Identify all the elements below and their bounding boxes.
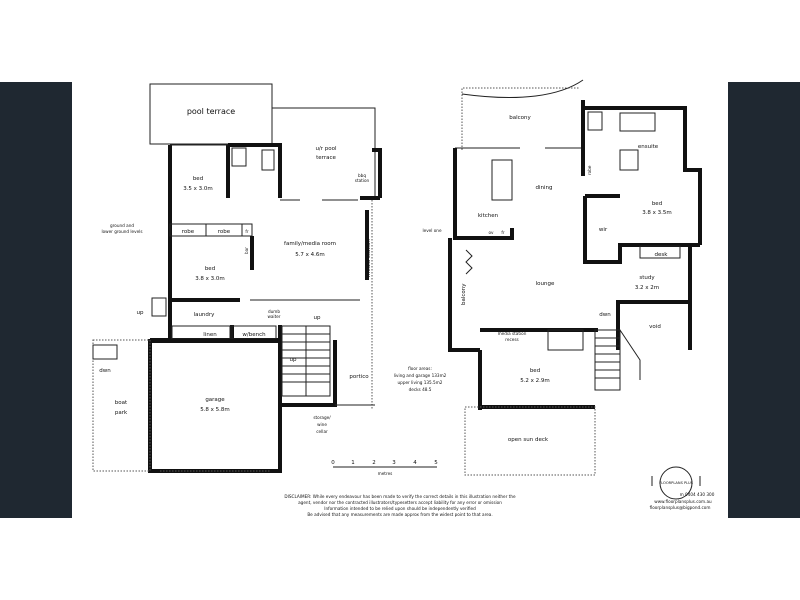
room-laundry: laundry [194, 312, 216, 318]
balcony-top-label: balcony [509, 115, 531, 121]
fridge-label-level-one: fr [501, 230, 504, 235]
svg-text:upper living 135.5m2: upper living 135.5m2 [398, 380, 443, 385]
svg-text:2: 2 [372, 460, 376, 466]
dining-label: dining [535, 185, 552, 191]
study-name: study [639, 275, 655, 281]
svg-text:metres: metres [378, 471, 393, 476]
fridge-label: fr [245, 229, 248, 234]
svg-text:3: 3 [392, 460, 396, 466]
boat-park-line1: boat [115, 400, 128, 406]
bed-main-name: bed [652, 201, 662, 207]
bbq-station-line1: bbq [358, 173, 366, 178]
svg-text:m 0404 430 300: m 0404 430 300 [680, 492, 715, 497]
room-family-size: 5.7 x 4.6m [295, 252, 325, 258]
right-dark-panel [728, 82, 800, 518]
room-bed2-size: 3.8 x 3.0m [195, 276, 225, 282]
room-pool-terrace: pool terrace [187, 107, 235, 116]
up-label-stairs: up [314, 315, 321, 321]
svg-text:Be advised that any measuremen: Be advised that any measurements are mad… [307, 512, 492, 517]
storage-line1: storage/ [313, 415, 331, 420]
void-label: void [649, 324, 661, 330]
svg-text:Information intended to be rel: Information intended to be relied upon s… [324, 506, 476, 511]
ensuite-label: ensuite [638, 144, 659, 150]
wir-label: wir [599, 227, 608, 233]
wbench-label: w/bench [242, 332, 266, 338]
svg-text:FLOORPLANS PLUS: FLOORPLANS PLUS [659, 481, 694, 485]
robe-label-level-one: robe [587, 165, 592, 175]
linen-label: linen [203, 332, 217, 338]
svg-text:4: 4 [413, 460, 417, 466]
svg-text:www.floorplansplus.com.au: www.floorplansplus.com.au [654, 499, 712, 504]
scale-bar: 0 1 2 3 4 5 metres [331, 460, 438, 476]
up-label-left: up [137, 310, 144, 316]
floorplans-plus-logo: FLOORPLANS PLUS m 0404 430 300 www.floor… [650, 466, 715, 510]
oven-label: ov [488, 230, 494, 235]
bed2-level-one-name: bed [530, 368, 540, 374]
media-station-recess-line2: recess [505, 337, 518, 342]
svg-text:DISCLAIMER: While every endeav: DISCLAIMER: While every endeavour has be… [284, 494, 516, 499]
room-bed1-name: bed [193, 176, 203, 182]
level-label-line1: ground and [110, 223, 134, 228]
level-label-line2: lower ground levels [101, 229, 142, 234]
dumb-waiter-line2: waiter [267, 314, 280, 319]
sun-deck-label: open sun deck [508, 437, 549, 443]
dwn-label-level-one: dwn [599, 312, 611, 318]
stairs [281, 325, 331, 397]
dwn-label: dwn [99, 368, 111, 374]
portico-label: portico [349, 374, 369, 380]
robe-2: robe [218, 229, 231, 235]
svg-text:agent, vendor nor the contract: agent, vendor nor the contracted illustr… [298, 500, 502, 505]
disclaimer: DISCLAIMER: While every endeavour has be… [284, 494, 516, 517]
desk-label: desk [655, 252, 669, 258]
svg-text:decks 48.5: decks 48.5 [409, 387, 432, 392]
floor-areas: floor areas: living and garage 133m2 upp… [394, 366, 447, 392]
study-size: 3.2 x 2m [635, 285, 659, 291]
room-ur-pool-terrace-line1: u/r pool [315, 146, 337, 152]
media-station-recess-line1: media station [498, 331, 527, 336]
room-family-name: family/media room [284, 241, 336, 247]
bed2-level-one-size: 5.2 x 2.9m [520, 378, 550, 384]
level-one-stairs [594, 329, 641, 391]
room-ur-pool-terrace-line2: terrace [316, 155, 336, 161]
boat-park-line2: park [115, 410, 128, 416]
svg-text:5: 5 [434, 460, 438, 466]
storage-line2: wine [317, 422, 327, 427]
svg-text:floorplansplus@bigpond.com: floorplansplus@bigpond.com [650, 505, 711, 510]
media-station-label: media station [366, 239, 372, 277]
kitchen-label: kitchen [478, 213, 499, 219]
balcony-side-label: balcony [461, 283, 467, 305]
level-one-label: level one [422, 228, 442, 233]
left-dark-panel [0, 82, 72, 518]
svg-text:0: 0 [331, 460, 335, 466]
up-label-lower: up [290, 357, 297, 363]
svg-text:floor areas:: floor areas: [408, 366, 432, 371]
garage-size: 5.8 x 5.8m [200, 407, 230, 413]
svg-text:living and garage 133m2: living and garage 133m2 [394, 373, 447, 378]
robe-1: robe [182, 229, 195, 235]
ground-floor-walls [92, 83, 382, 473]
bbq-station-line2: station [355, 178, 370, 183]
room-bed2-name: bed [205, 266, 215, 272]
bed-main-size: 3.8 x 3.5m [642, 210, 672, 216]
room-bed1-size: 3.5 x 3.0m [183, 186, 213, 192]
bar-label: bar [244, 247, 249, 254]
garage-name: garage [205, 397, 225, 403]
lounge-label: lounge [536, 281, 555, 287]
storage-line3: cellar [316, 429, 328, 434]
dumb-waiter-line1: dumb [268, 309, 280, 314]
svg-text:1: 1 [351, 460, 355, 466]
level-one-walls [448, 79, 702, 476]
